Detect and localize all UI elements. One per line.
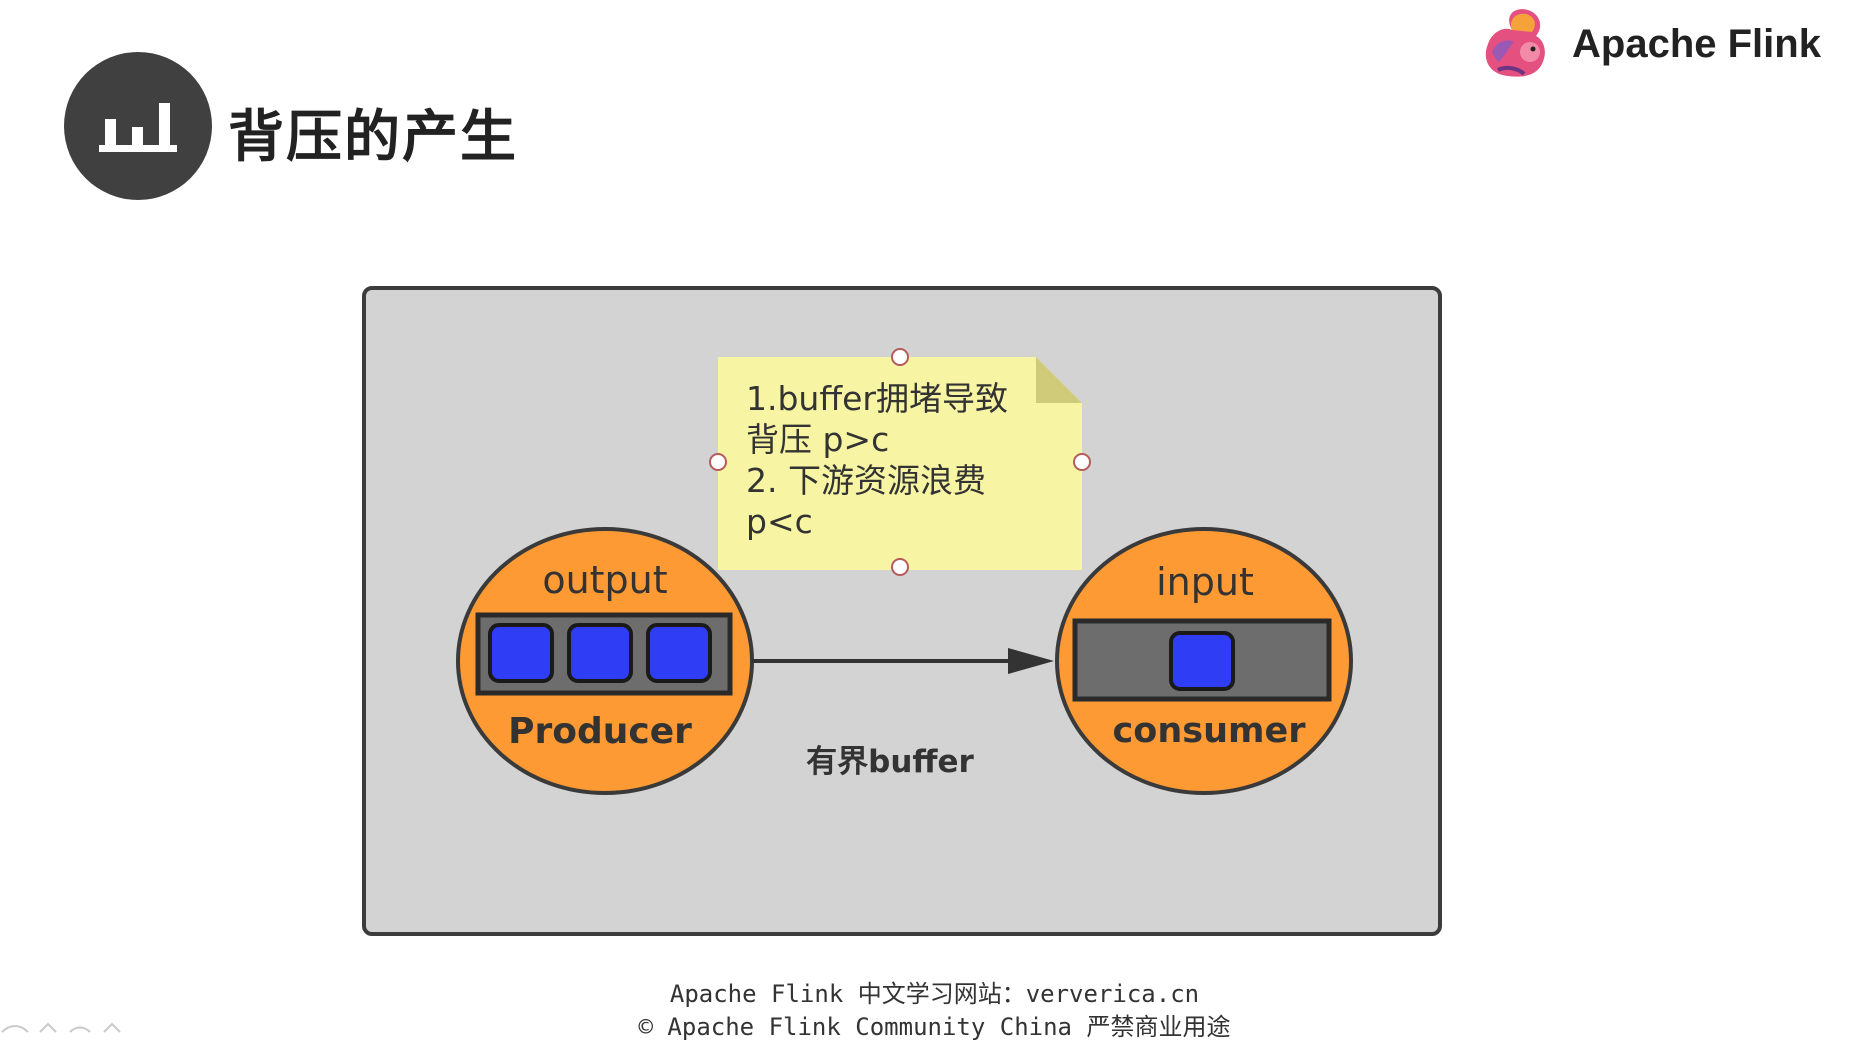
brand-name: Apache Flink xyxy=(1572,21,1821,66)
title-badge xyxy=(64,52,212,200)
note-line: 背压 p>c xyxy=(746,420,890,459)
note-handle-top[interactable] xyxy=(891,348,909,366)
note-handle-right[interactable] xyxy=(1073,453,1091,471)
flink-squirrel-logo xyxy=(1485,9,1545,77)
producer-bottom-label: Producer xyxy=(508,711,692,752)
note-handle-bottom[interactable] xyxy=(891,558,909,576)
note-line: 2. 下游资源浪费 xyxy=(746,461,986,500)
producer-top-label: output xyxy=(542,558,668,602)
sticky-note[interactable] xyxy=(718,357,1082,570)
flow-arrow[interactable] xyxy=(752,648,1054,674)
note-line: p<c xyxy=(746,502,813,541)
producer-slot xyxy=(488,623,554,683)
corner-scribble-icon xyxy=(1,1022,121,1033)
footer-line-2: © Apache Flink Community China 严禁商业用途 xyxy=(638,1013,1231,1041)
note-line: 1.buffer拥堵导致 xyxy=(746,379,1008,418)
note-text: 1.buffer拥堵导致 背压 p>c 2. 下游资源浪费 p<c xyxy=(746,378,1066,542)
producer-node[interactable] xyxy=(456,527,754,795)
consumer-slot xyxy=(1169,631,1235,691)
footer-line-1: Apache Flink 中文学习网站：ververica.cn xyxy=(669,980,1200,1008)
consumer-bottom-label: consumer xyxy=(1112,711,1306,751)
producer-slot xyxy=(567,623,633,683)
note-handle-left[interactable] xyxy=(709,453,727,471)
consumer-node[interactable] xyxy=(1055,527,1353,795)
edge-label: 有界buffer xyxy=(806,744,974,780)
consumer-top-label: input xyxy=(1156,560,1254,604)
page-title: 背压的产生 xyxy=(228,104,518,170)
producer-slot xyxy=(646,623,712,683)
bar-chart-icon xyxy=(99,103,177,152)
brand: Apache Flink xyxy=(1478,6,1821,82)
